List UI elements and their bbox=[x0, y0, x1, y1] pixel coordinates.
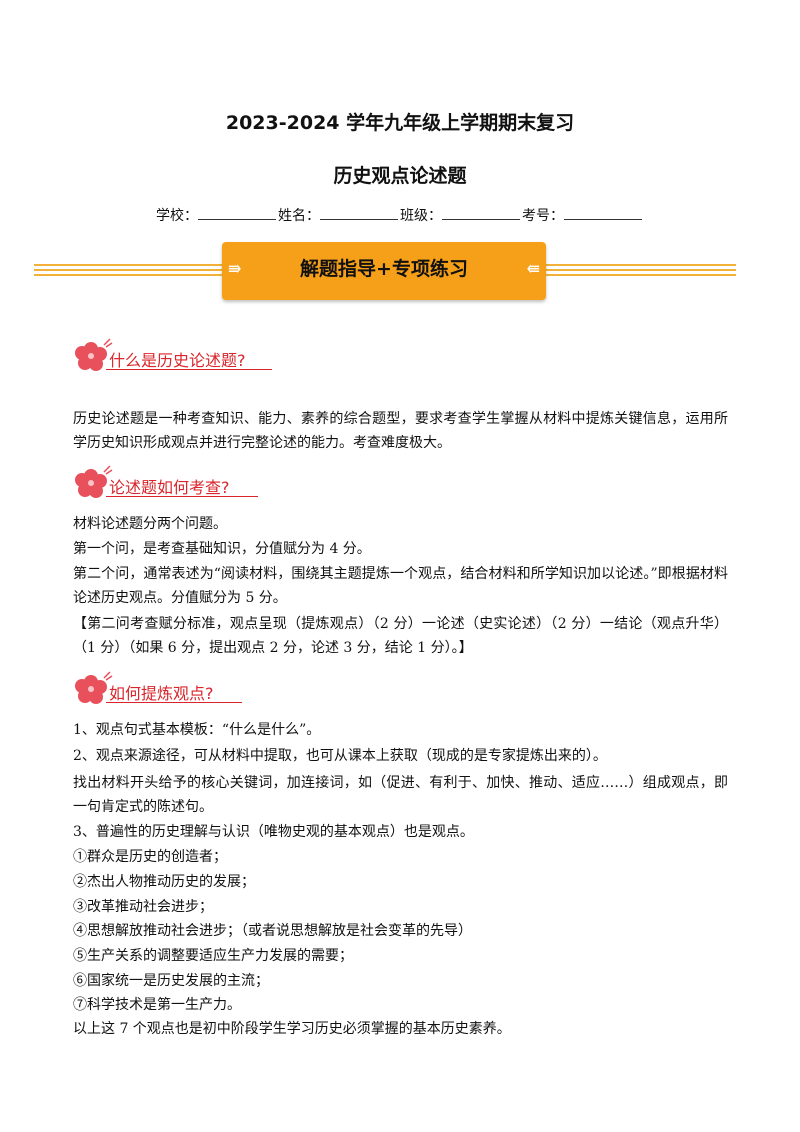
arrow-right-icon: ⇛ bbox=[228, 259, 242, 278]
banner-stripe-right-2 bbox=[546, 269, 736, 271]
doc-title: 2023-2024 学年九年级上学期期末复习 bbox=[225, 112, 575, 134]
banner-stripe-left-1 bbox=[34, 264, 224, 266]
section-heading-label-1: 什么是历史论述题? bbox=[109, 351, 246, 370]
paragraph-3-2: 2、观点来源途径，可从材料中提取，也可从课本上获取（现成的是专家提炼出来的）。 bbox=[73, 748, 607, 764]
school-blank bbox=[198, 207, 276, 220]
paragraph-3-10: ⑥国家统一是历史发展的主流； bbox=[73, 973, 269, 989]
flower-icon bbox=[75, 671, 113, 704]
banner-stripe-left-3 bbox=[34, 274, 224, 276]
paragraph-2-3: 第二个问，通常表述为“阅读材料，围绕其主题提炼一个观点，结合材料和所学知识加以论… bbox=[73, 566, 728, 606]
section-banner: ⇛ 解题指导+专项练习 ⇚ bbox=[222, 242, 546, 300]
flower-icon bbox=[75, 338, 113, 371]
paragraph-3-8: ④思想解放推动社会进步；（或者说思想解放是社会变革的先导） bbox=[73, 923, 472, 939]
section-heading-underline-1 bbox=[106, 369, 272, 370]
section-heading-underline-2 bbox=[106, 496, 258, 497]
number-blank bbox=[564, 207, 642, 220]
paragraph-3-5: ①群众是历史的创造者； bbox=[73, 849, 227, 865]
banner-label: 解题指导+专项练习 bbox=[300, 258, 468, 280]
arrow-left-icon: ⇚ bbox=[526, 259, 540, 278]
section-heading-label-2: 论述题如何考查? bbox=[109, 478, 230, 497]
paragraph-3-9: ⑤生产关系的调整要适应生产力发展的需要； bbox=[73, 948, 353, 964]
paragraph-3-7: ③改革推动社会进步； bbox=[73, 899, 213, 915]
school-label: 学校： bbox=[156, 208, 198, 224]
paragraph-3-12: 以上这 7 个观点也是初中阶段学生学习历史必须掌握的基本历史素养。 bbox=[73, 1021, 511, 1037]
paragraph-2-4: 【第二问考查赋分标准，观点呈现（提炼观点）（2 分）一论述（史实论述）（2 分）… bbox=[73, 616, 728, 656]
paragraph-3-6: ②杰出人物推动历史的发展； bbox=[73, 874, 255, 890]
banner-stripe-right-1 bbox=[546, 264, 736, 266]
banner-stripe-right-3 bbox=[546, 274, 736, 276]
number-label: 考号： bbox=[522, 208, 564, 224]
class-blank bbox=[442, 207, 520, 220]
section-heading-label-3: 如何提炼观点? bbox=[109, 684, 214, 703]
doc-subtitle: 历史观点论述题 bbox=[333, 165, 467, 187]
paragraph-3-1: 1、观点句式基本模板：“什么是什么”。 bbox=[73, 722, 321, 738]
section-heading-underline-3 bbox=[106, 702, 242, 703]
paragraph-3-4: 3、普遍性的历史理解与认识（唯物史观的基本观点）也是观点。 bbox=[73, 824, 474, 840]
paragraph-2-2: 第一个问，是考查基础知识，分值赋分为 4 分。 bbox=[73, 541, 371, 557]
student-info-row: 学校： 姓名： 班级： 考号： bbox=[0, 205, 800, 225]
paragraph-3-3: 找出材料开头给予的核心关键词，加连接词，如（促进、有利于、加快、推动、适应……）… bbox=[73, 775, 728, 815]
flower-icon bbox=[75, 465, 113, 498]
class-label: 班级： bbox=[400, 208, 442, 224]
paragraph-3-11: ⑦科学技术是第一生产力。 bbox=[73, 997, 241, 1013]
paragraph-2-1: 材料论述题分两个问题。 bbox=[73, 516, 227, 532]
paragraph-1-1: 历史论述题是一种考查知识、能力、素养的综合题型，要求考查学生掌握从材料中提炼关键… bbox=[73, 411, 728, 451]
name-blank bbox=[320, 207, 398, 220]
banner-stripe-left-2 bbox=[34, 269, 224, 271]
name-label: 姓名： bbox=[278, 208, 320, 224]
